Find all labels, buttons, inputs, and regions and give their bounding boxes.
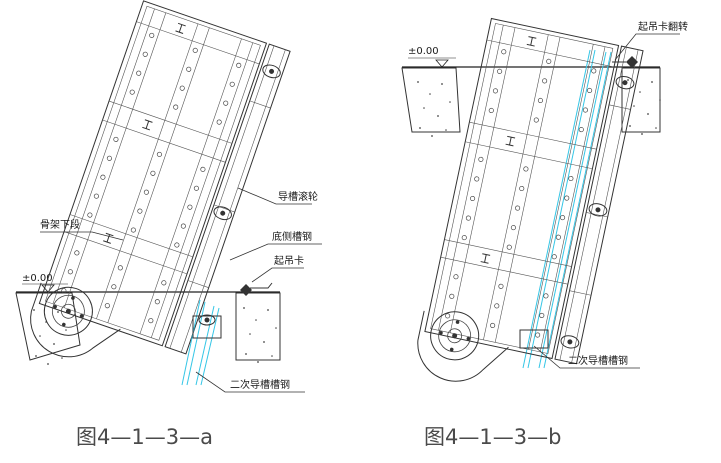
leader-clamp-flip: [614, 33, 680, 61]
lifting-clamp-a: [240, 282, 273, 296]
leader-secondary-channel-b: [533, 345, 640, 369]
leader-bottom-channel: [229, 243, 322, 261]
figure-b: ±0.00: [401, 17, 688, 449]
label-lifting-clamp: 起吊卡: [274, 254, 304, 267]
label-frame-lower: 骨架下段: [40, 218, 80, 231]
guide-roller-b: [560, 76, 635, 349]
secondary-channel-b: [522, 49, 612, 369]
soil-block-right-a: [235, 292, 281, 363]
label-secondary-channel-b: 二次导槽槽钢: [568, 354, 628, 367]
soil-block-right-b: [621, 67, 661, 135]
leader-lifting-clamp: [251, 267, 304, 283]
soil-block-left-b: [401, 67, 461, 137]
channel-foot-b: [519, 329, 549, 349]
level-label-a: ±0.00: [22, 273, 53, 284]
level-mark-b: [435, 59, 449, 68]
guide-roller-a: [213, 64, 281, 221]
figure-a: ±0.00: [15, 0, 322, 449]
level-label-b: ±0.00: [408, 46, 439, 57]
frame-assembly-a: [20, 0, 291, 373]
leader-frame-lower: [40, 231, 124, 241]
caption-a: 图4—1—3—a: [76, 425, 213, 449]
label-secondary-channel-a: 二次导槽槽钢: [230, 378, 290, 391]
secondary-channel-a: [181, 299, 222, 386]
caption-b: 图4—1—3—b: [424, 425, 561, 449]
label-clamp-flip: 起吊卡翻转: [638, 20, 688, 33]
lifting-clamp-b: [612, 56, 638, 68]
frame-assembly-b: [410, 17, 644, 392]
leader-secondary-channel-a: [195, 371, 305, 393]
leader-guide-roller: [237, 187, 312, 205]
label-bottom-channel: 底侧槽钢: [272, 230, 312, 243]
soil-block-left-a: [15, 292, 81, 365]
label-guide-roller: 导槽滚轮: [278, 190, 318, 203]
